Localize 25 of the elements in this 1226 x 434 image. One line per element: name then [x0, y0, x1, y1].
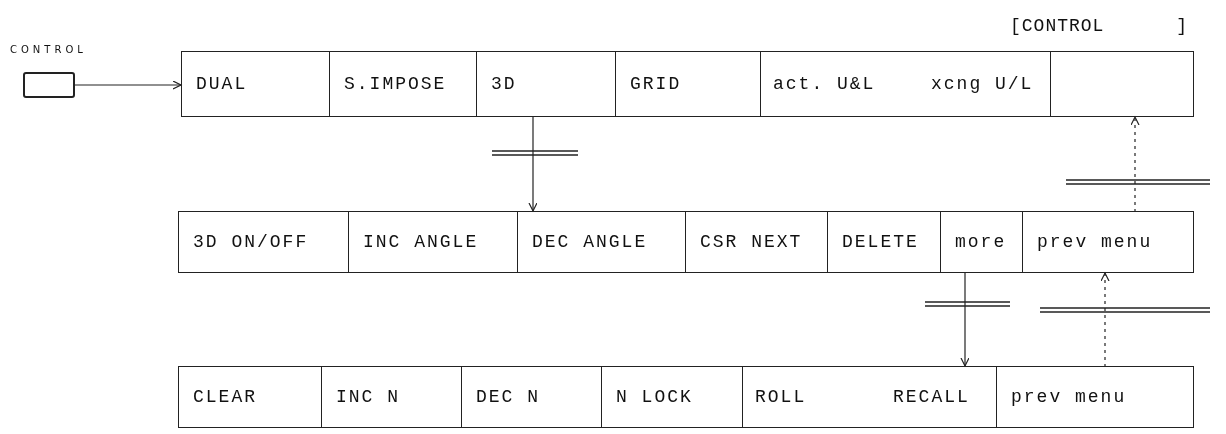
key-label: act. U&L	[773, 74, 876, 94]
key-label: GRID	[630, 74, 682, 94]
key-label: INC N	[336, 387, 400, 407]
key-label: S.IMPOSE	[344, 74, 447, 94]
softkey-menu-bar	[178, 211, 1194, 273]
key-label: INC ANGLE	[363, 232, 479, 252]
key-label: xcng U/L	[931, 74, 1034, 94]
key-label: RECALL	[893, 387, 970, 407]
key-caption: CONTROL	[10, 44, 87, 55]
key-label: prev menu	[1037, 232, 1153, 252]
key-label: N LOCK	[616, 387, 693, 407]
key-label: DEC N	[476, 387, 540, 407]
softkey-menu-bar	[178, 366, 1194, 428]
key-label: 3D ON/OFF	[193, 232, 309, 252]
key-label: CSR NEXT	[700, 232, 803, 252]
key-label: 3D	[491, 74, 517, 94]
softkey-menu-bar	[181, 51, 1194, 117]
key-label: ROLL	[755, 387, 807, 407]
key-label: DUAL	[196, 74, 248, 94]
key-label: DELETE	[842, 232, 919, 252]
menu-title: [CONTROL ]	[1010, 16, 1189, 36]
key-label: prev menu	[1011, 387, 1127, 407]
key-label: DEC ANGLE	[532, 232, 648, 252]
key-label: CLEAR	[193, 387, 257, 407]
key-label: more	[955, 232, 1007, 252]
